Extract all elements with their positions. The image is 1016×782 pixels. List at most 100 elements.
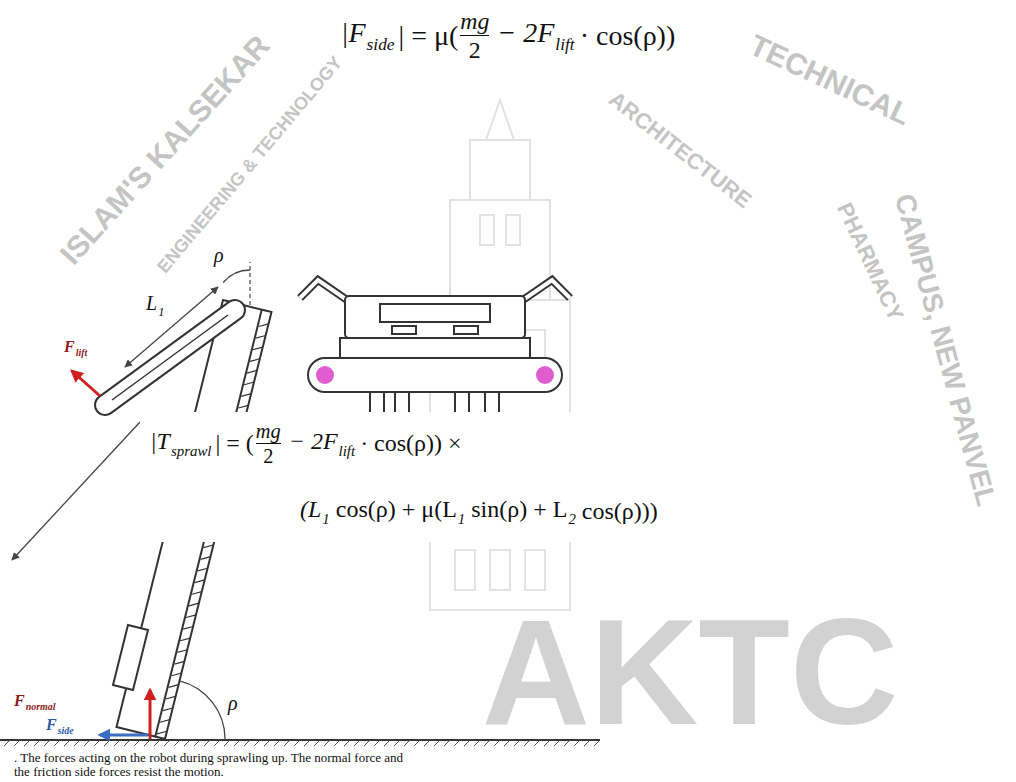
track-tread	[183, 626, 193, 629]
subscript: lift	[339, 443, 356, 459]
watermark-text: ISLAM'S KALSEKAR	[54, 29, 276, 271]
formula-term: cos(ρ)))	[582, 498, 658, 525]
track-tread	[186, 615, 196, 618]
hatch-line	[444, 740, 450, 746]
hatch-line	[434, 740, 440, 746]
track-tread	[160, 720, 170, 723]
watermark-text: ARCHITECTURE	[604, 86, 756, 213]
track-tread	[256, 335, 266, 338]
subscript: side	[367, 35, 395, 54]
hatch-line	[204, 740, 210, 746]
subscript: normal	[26, 701, 56, 712]
hatch-line	[114, 740, 120, 746]
angle-arc	[180, 681, 226, 739]
subscripted-term: cos(ρ) + μ(L1	[336, 496, 465, 528]
numerator: mg	[460, 8, 489, 34]
hatch-line	[324, 740, 330, 746]
track-tread	[250, 359, 260, 362]
subscripted-term: Flift	[64, 338, 87, 358]
hatch-line	[24, 740, 30, 746]
formula-term: | = (	[215, 430, 253, 457]
hatch-line	[284, 740, 290, 746]
track-tread	[201, 557, 211, 560]
hatch-line	[394, 740, 400, 746]
symbol: (L	[300, 496, 321, 522]
hatch-line	[14, 740, 20, 746]
watermark: AKTC	[482, 586, 899, 759]
track-tread	[166, 696, 176, 699]
hatch-line	[44, 740, 50, 746]
force-arrow	[149, 690, 152, 739]
hatch-line	[184, 740, 190, 746]
track-tread	[174, 661, 184, 664]
subscript: lift	[76, 347, 88, 358]
fraction: mg2	[460, 8, 489, 63]
hatch-line	[404, 740, 410, 746]
hatch-line	[214, 740, 220, 746]
symbol: L	[146, 292, 157, 314]
symbol: sin(ρ) + L	[471, 496, 567, 522]
dimension-line	[125, 287, 218, 367]
watermark-text: AKTC	[482, 588, 899, 756]
track-tread	[238, 405, 248, 408]
watermark-text: TECHNICAL	[745, 28, 916, 131]
symbol: − 2F	[289, 428, 338, 454]
hatch-line	[104, 740, 110, 746]
hatch-line	[344, 740, 350, 746]
hatch-line	[454, 740, 460, 746]
hatch-line	[274, 740, 280, 746]
formula-term: ρ	[214, 244, 224, 266]
formula-term: · cos(ρ)) ×	[360, 430, 461, 457]
track-tread	[253, 347, 263, 350]
flipper-arm	[105, 310, 235, 405]
symbol: cos(ρ) + μ(L	[336, 496, 457, 522]
hatch-line	[314, 740, 320, 746]
watermark-text: ENGINEERING & TECHNOLOGY	[153, 53, 346, 277]
figure-caption: . The forces acting on the robot during …	[14, 751, 414, 779]
track-tread	[198, 568, 208, 571]
track-tread	[241, 394, 251, 397]
track-tread	[172, 673, 182, 676]
hatch-line	[224, 740, 230, 746]
hatch-line	[264, 740, 270, 746]
subscripted-term: sin(ρ) + L2	[471, 496, 576, 528]
hatch-line	[414, 740, 420, 746]
hatch-line	[174, 740, 180, 746]
force-arrow	[100, 734, 148, 737]
track-tread	[259, 324, 269, 327]
hatch-line	[194, 740, 200, 746]
track-tread	[195, 580, 205, 583]
symbol: |T	[150, 428, 170, 454]
fraction-bar	[256, 443, 281, 444]
subscript: 1	[158, 305, 164, 319]
formula: |Tsprawl| = (mg2− 2Flift· cos(ρ)) ×	[150, 420, 462, 468]
track-tread	[169, 685, 179, 688]
subscripted-term: − 2Flift	[497, 17, 574, 55]
figure-label: Fside	[46, 716, 74, 736]
hatch-line	[84, 740, 90, 746]
force-arrow	[72, 371, 100, 396]
subscripted-term: L1	[146, 292, 164, 320]
subscripted-term: |Tsprawl	[150, 428, 211, 460]
watermark: ENGINEERING & TECHNOLOGY	[153, 53, 347, 278]
hatch-line	[164, 740, 170, 746]
watermark: ISLAM'S KALSEKAR	[54, 29, 277, 271]
figure-label: L1	[146, 292, 164, 320]
figure-label: Fnormal	[14, 692, 55, 712]
track-tread	[177, 650, 187, 653]
formula-term: ρ	[228, 692, 238, 714]
figure-label: ρ	[228, 692, 238, 715]
hatch-line	[74, 740, 80, 746]
hatch-line	[94, 740, 100, 746]
hatch-line	[384, 740, 390, 746]
formula-term: · cos(ρ))	[580, 20, 676, 52]
hatch-line	[234, 740, 240, 746]
hatch-line	[374, 740, 380, 746]
hatch-line	[334, 740, 340, 746]
denominator: 2	[263, 445, 273, 467]
subscripted-term: Fnormal	[14, 692, 55, 712]
hatch-line	[34, 740, 40, 746]
hatch-line	[254, 740, 260, 746]
hatch-line	[124, 740, 130, 746]
track-tread	[244, 382, 254, 385]
